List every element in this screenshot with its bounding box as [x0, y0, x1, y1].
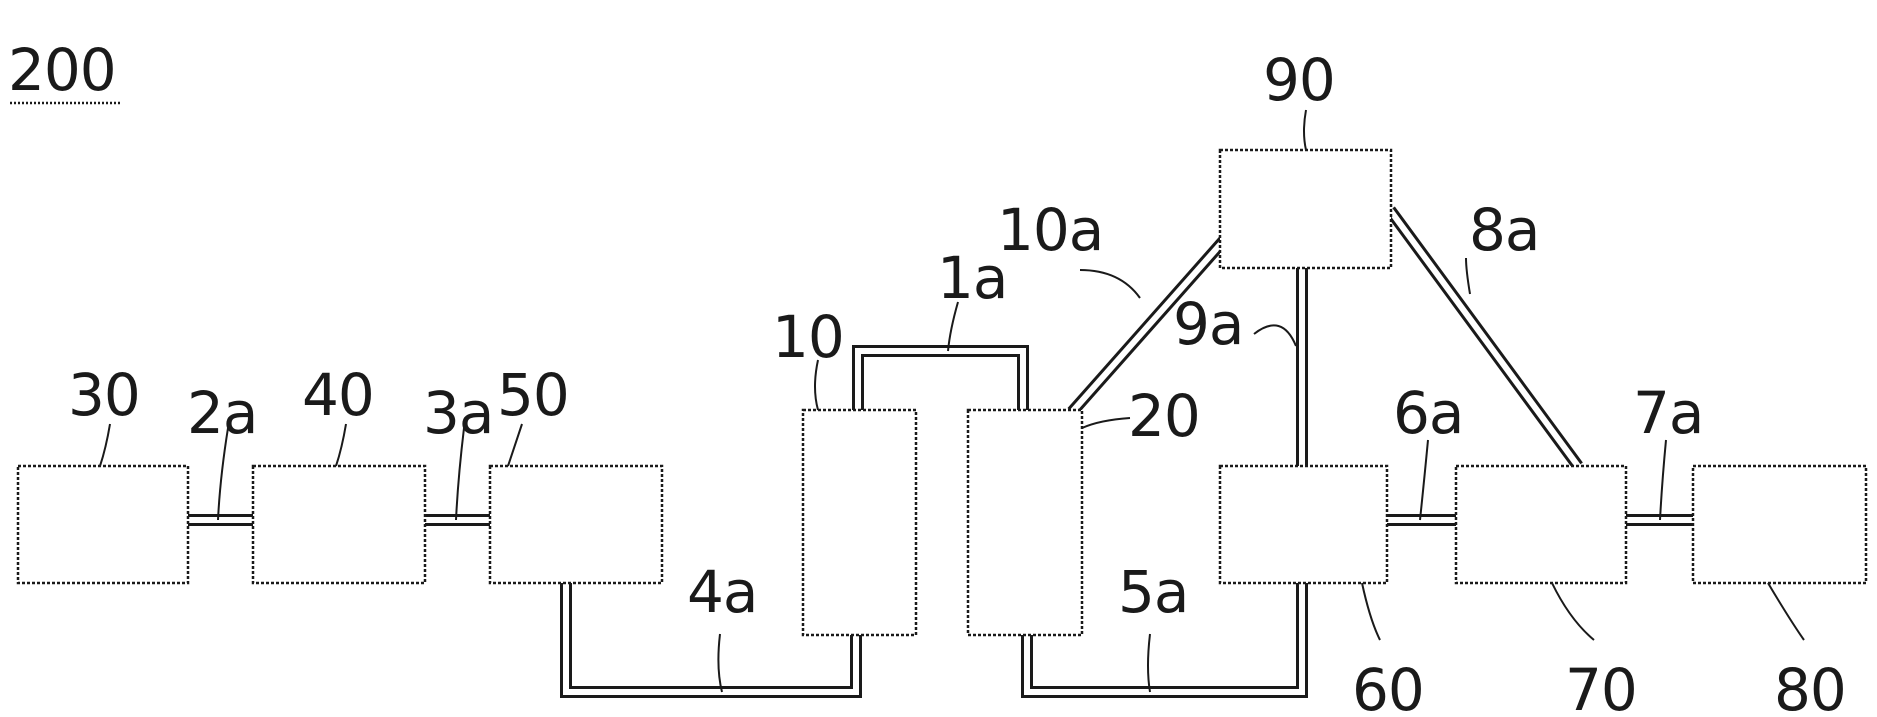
block-80: [1693, 466, 1866, 583]
label-5a: 5a: [1118, 558, 1188, 626]
label-4a: 4a: [687, 558, 757, 626]
label-8a: 8a: [1469, 196, 1539, 264]
block-40: [253, 466, 425, 583]
block-10: [803, 410, 916, 635]
label-6a: 6a: [1393, 379, 1463, 447]
label-30: 30: [68, 361, 140, 429]
leader-80: [1768, 583, 1804, 640]
block-30: [18, 466, 188, 583]
leader-4a: [718, 634, 722, 692]
leader-40: [336, 424, 346, 466]
label-20: 20: [1128, 382, 1200, 450]
label-40: 40: [302, 361, 374, 429]
label-10: 10: [772, 303, 844, 371]
label-2a: 2a: [187, 379, 257, 447]
label-60: 60: [1352, 656, 1424, 717]
block-70: [1456, 466, 1626, 583]
figure-reference-label: 200: [8, 36, 116, 104]
label-70: 70: [1565, 656, 1637, 717]
leader-10a: [1080, 270, 1140, 298]
label-9a: 9a: [1173, 290, 1243, 358]
label-7a: 7a: [1633, 379, 1703, 447]
leader-70: [1552, 583, 1594, 640]
leader-30: [100, 424, 110, 466]
leader-6a: [1420, 440, 1428, 520]
leader-9a: [1254, 325, 1296, 346]
block-20: [968, 410, 1082, 635]
pipe-1a: [858, 351, 1023, 410]
leader-50: [508, 424, 522, 466]
leader-20: [1082, 418, 1130, 428]
leader-60: [1362, 583, 1380, 640]
reference-labels: 30 40 50 2a 3a 10 1a 20 90 10a 9a 8a 6a …: [68, 46, 1846, 717]
block-60: [1220, 466, 1387, 583]
label-50: 50: [497, 361, 569, 429]
leader-7a: [1660, 440, 1666, 520]
label-10a: 10a: [997, 196, 1103, 264]
label-90: 90: [1263, 46, 1335, 114]
leader-90: [1304, 110, 1306, 150]
component-boxes: [18, 150, 1866, 635]
block-90: [1220, 150, 1391, 268]
label-3a: 3a: [423, 379, 493, 447]
label-80: 80: [1774, 656, 1846, 717]
block-50: [490, 466, 662, 583]
leader-5a: [1148, 634, 1150, 692]
